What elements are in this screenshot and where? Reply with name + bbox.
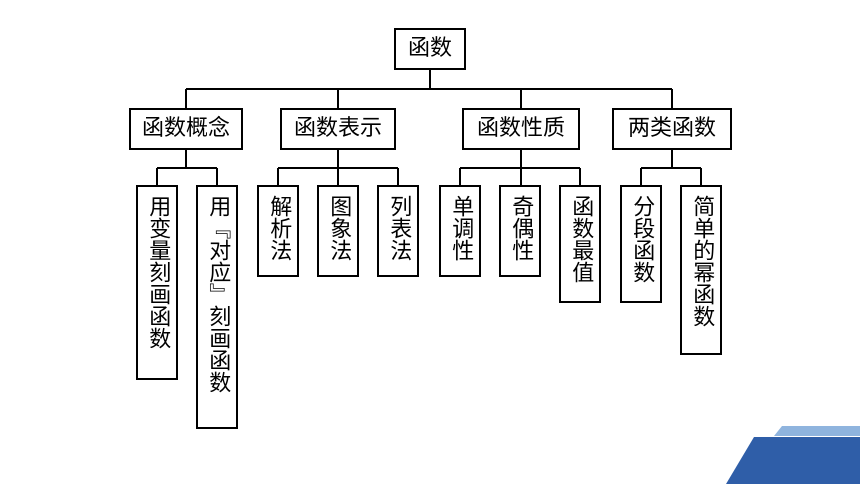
- category-two-function-types: 两类函数: [612, 108, 732, 150]
- category-label: 函数概念: [141, 116, 230, 141]
- category-label: 函数性质: [476, 116, 565, 141]
- leaf-graph-method: 图象法: [317, 185, 359, 277]
- leaf-label: 用『对应』刻画函数: [205, 195, 231, 393]
- leaf-label: 单调性: [448, 195, 474, 261]
- leaf-power-function: 简单的幂函数: [680, 185, 722, 355]
- leaf-piecewise-function: 分段函数: [620, 185, 662, 303]
- leaf-label: 分段函数: [629, 195, 655, 283]
- leaf-extreme-values: 函数最值: [559, 185, 601, 303]
- leaf-analytic-method: 解析法: [257, 185, 299, 277]
- leaf-label: 解析法: [266, 195, 292, 261]
- leaf-label: 简单的幂函数: [689, 195, 715, 327]
- root-label: 函数: [407, 36, 452, 61]
- leaf-parity: 奇偶性: [499, 185, 541, 277]
- category-function-properties: 函数性质: [462, 108, 580, 150]
- leaf-label: 列表法: [386, 195, 412, 261]
- leaf-correspondence-description: 用『对应』刻画函数: [196, 185, 238, 429]
- category-label: 函数表示: [293, 116, 382, 141]
- leaf-monotonicity: 单调性: [439, 185, 481, 277]
- leaf-label: 用变量刻画函数: [145, 195, 171, 349]
- leaf-label: 函数最值: [568, 195, 594, 283]
- category-function-concept: 函数概念: [129, 108, 243, 150]
- leaf-label: 奇偶性: [508, 195, 534, 261]
- root-node: 函数: [394, 28, 466, 70]
- leaf-label: 图象法: [326, 195, 352, 261]
- light-stripe: [774, 426, 860, 436]
- category-label: 两类函数: [627, 116, 716, 141]
- leaf-table-method: 列表法: [377, 185, 419, 277]
- category-function-representation: 函数表示: [280, 108, 396, 150]
- leaf-variable-description: 用变量刻画函数: [136, 185, 178, 380]
- dark-trapezoid: [726, 437, 860, 484]
